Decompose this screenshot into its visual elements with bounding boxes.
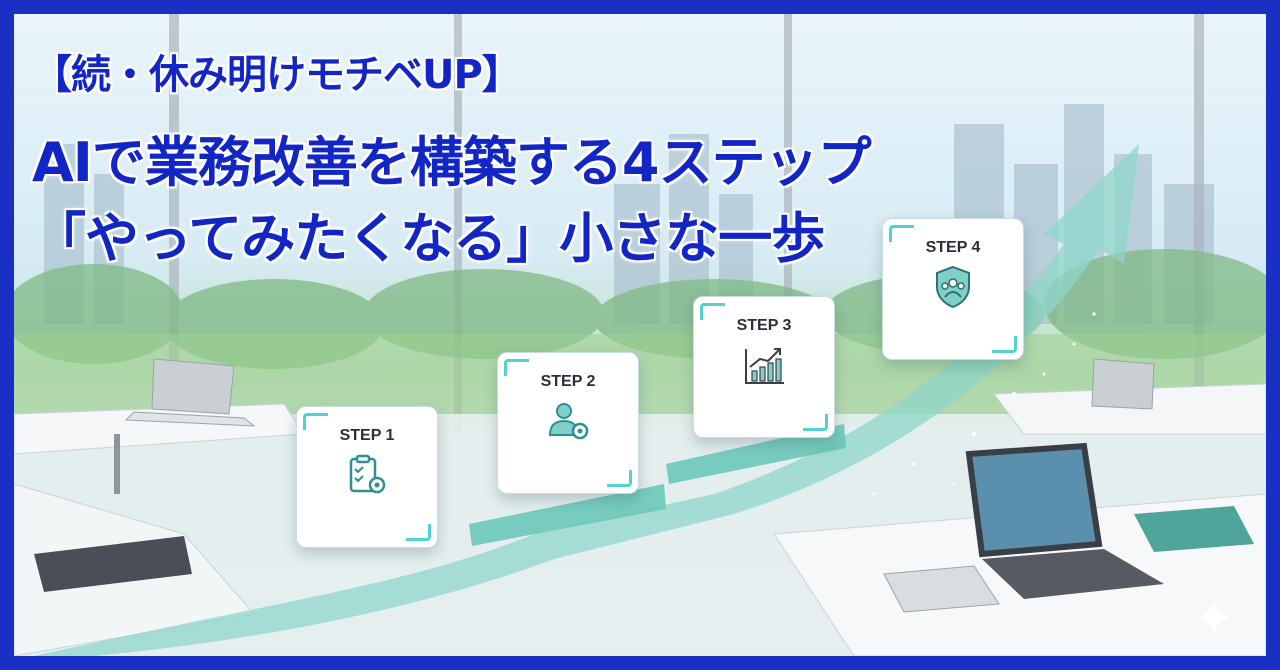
card-corner-accent — [889, 225, 914, 242]
left-desk — [14, 358, 305, 656]
card-corner-accent — [803, 414, 828, 431]
title-line-1: 【続・休み明けモチベUP】 — [32, 52, 522, 98]
user-gear-icon — [548, 403, 589, 440]
office-background-illustration — [14, 14, 1266, 656]
card-corner-accent — [406, 524, 431, 541]
step-4-label: STEP 4 — [925, 239, 981, 256]
title-line-3: 「やってみたくなる」小さな一歩 — [32, 207, 825, 270]
step-card-4: STEP 4 — [882, 218, 1024, 360]
step-1-label: STEP 1 — [339, 427, 395, 444]
right-desks — [773, 358, 1266, 656]
team-shield-icon — [936, 265, 970, 309]
step-3-label: STEP 3 — [736, 317, 792, 334]
sparkle-star-icon — [1198, 599, 1230, 635]
clipboard-gear-icon — [349, 454, 386, 494]
card-corner-accent — [992, 336, 1017, 353]
card-corner-accent — [303, 413, 328, 430]
sparkles — [872, 312, 1096, 496]
window-frames — [169, 14, 1204, 434]
step-card-3: STEP 3 — [693, 296, 835, 438]
card-corner-accent — [607, 470, 632, 487]
growth-arrow-path — [34, 144, 1139, 656]
title-line-2: AIで業務改善を構築する4ステップ — [32, 131, 871, 194]
growth-chart-icon — [745, 348, 784, 384]
step-2-label: STEP 2 — [540, 373, 596, 390]
card-corner-accent — [504, 359, 529, 376]
card-corner-accent — [700, 303, 725, 320]
step-card-1: STEP 1 — [296, 406, 438, 548]
step-card-2: STEP 2 — [497, 352, 639, 494]
